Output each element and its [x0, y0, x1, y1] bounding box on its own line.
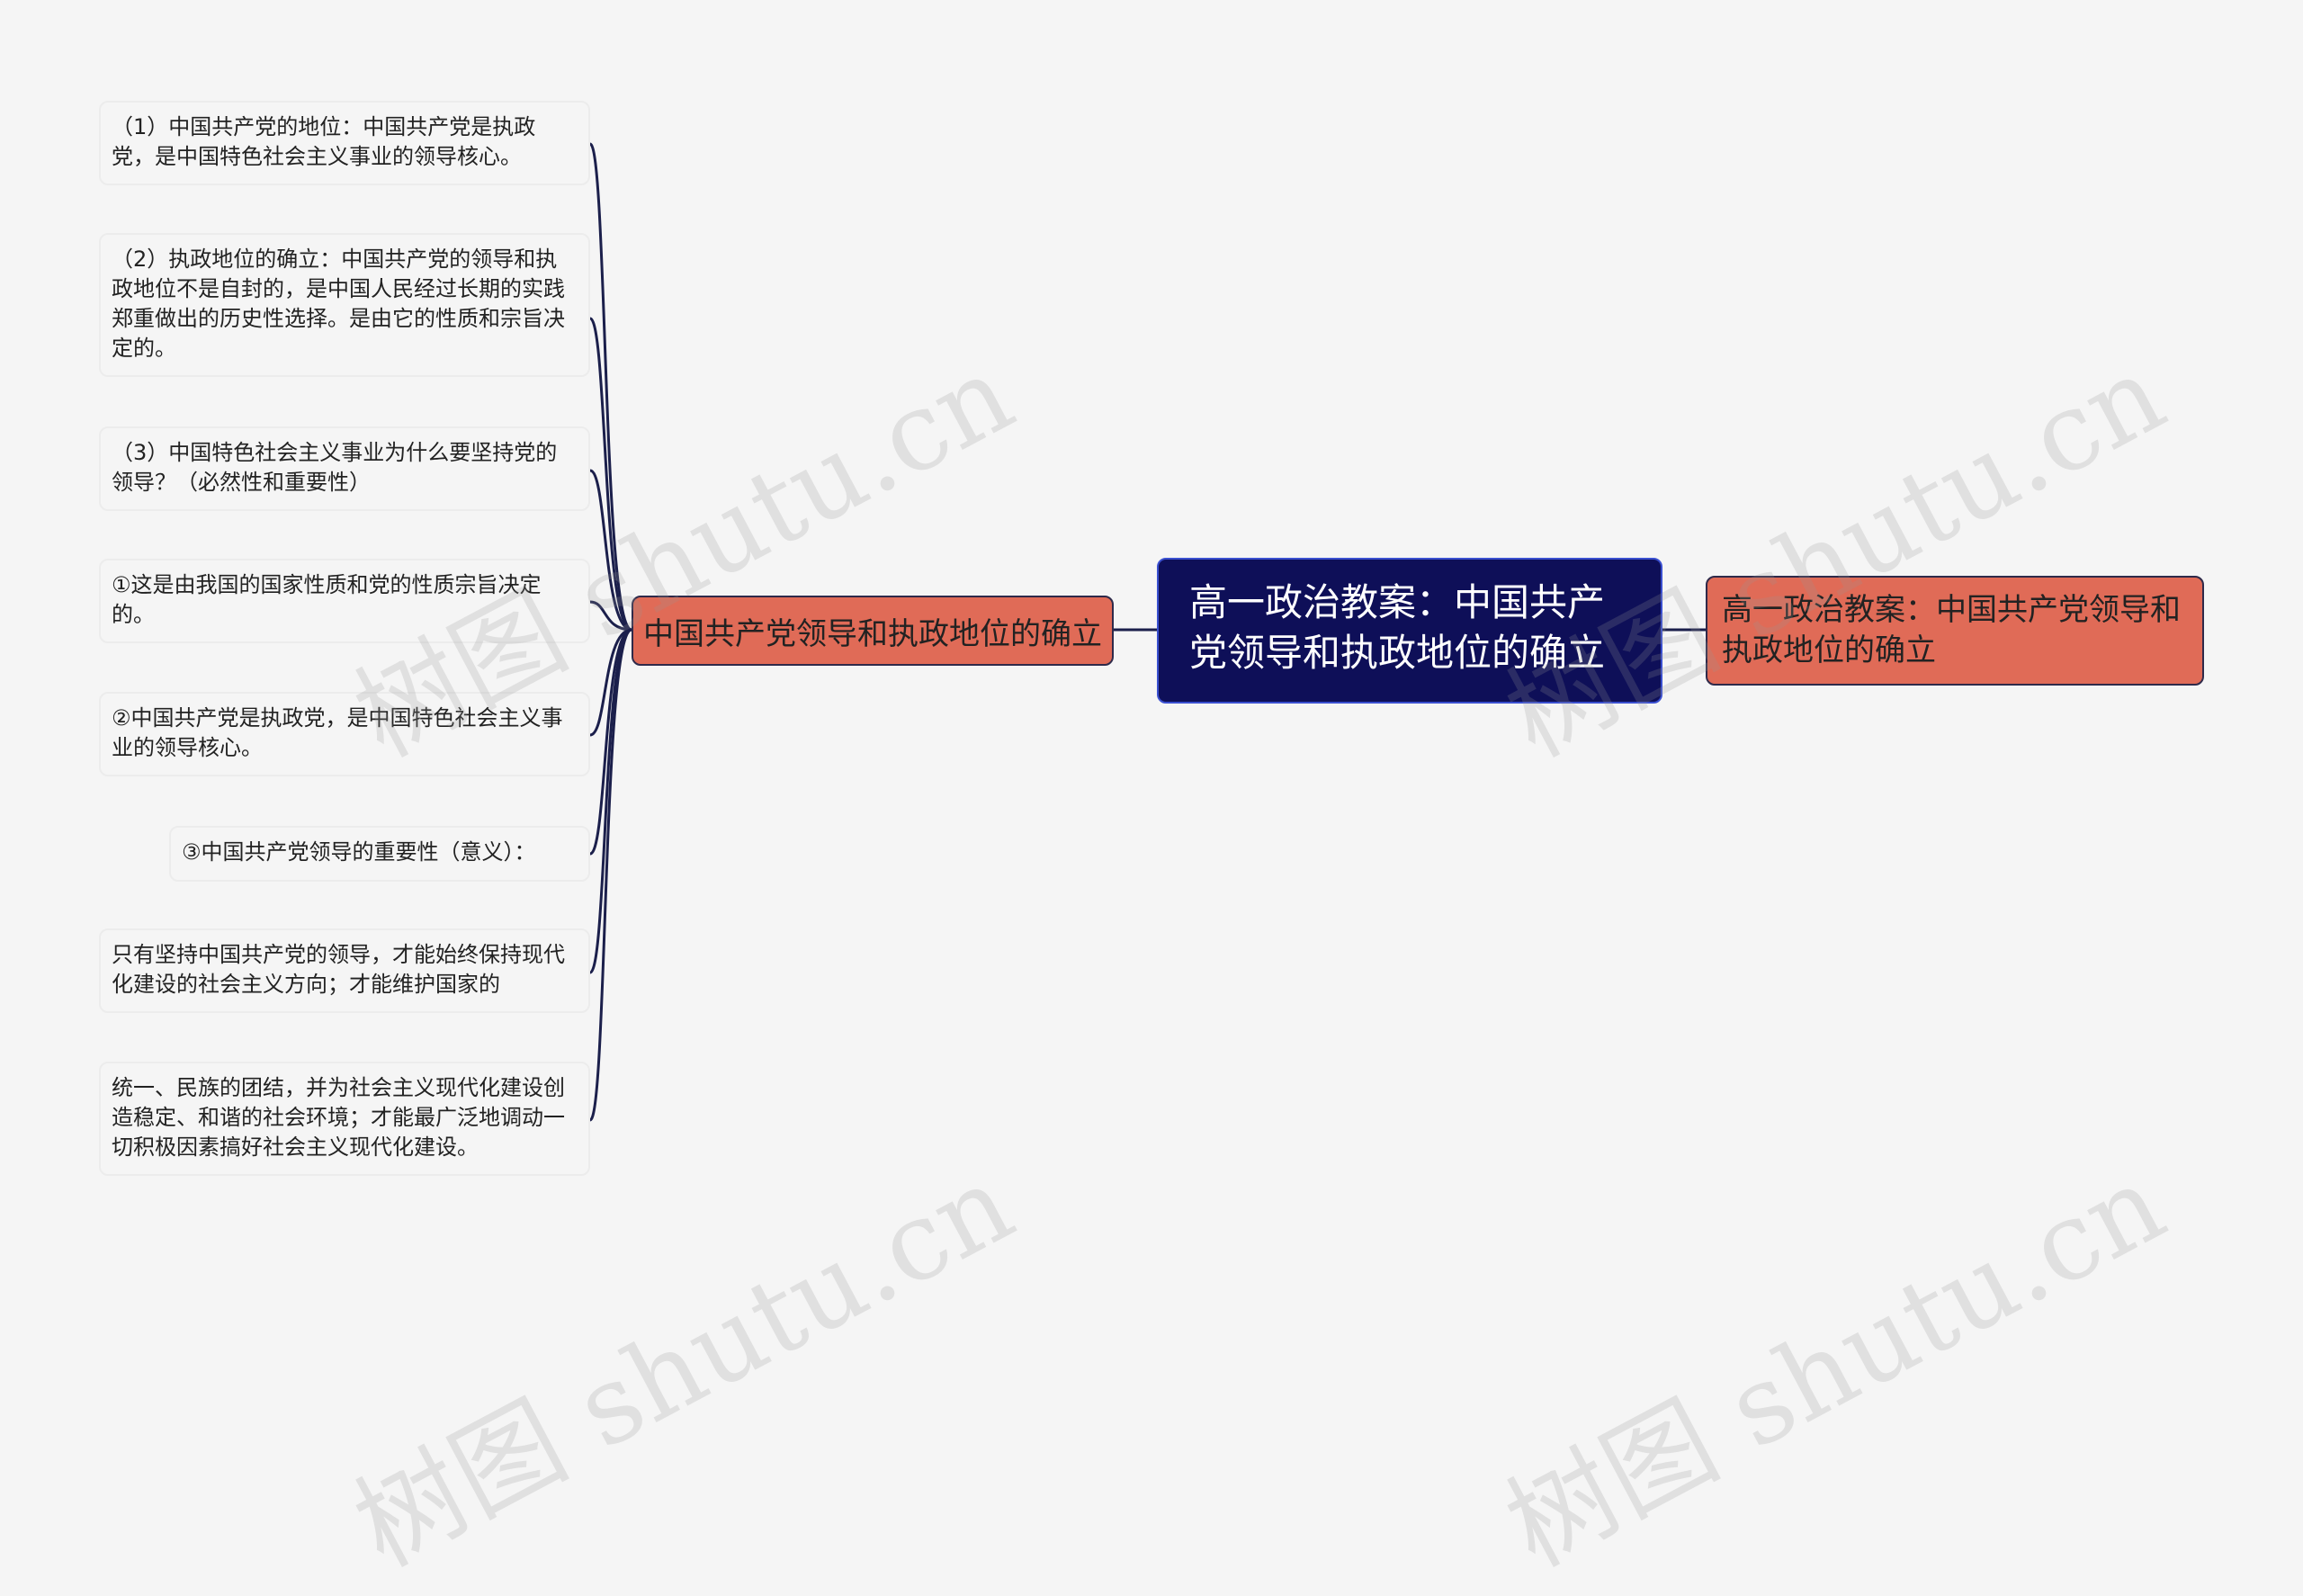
root-node[interactable]: 高一政治教案：中国共产党领导和执政地位的确立	[1157, 558, 1662, 704]
connector-leaf-8	[588, 628, 632, 1122]
connector-leaf-3	[589, 469, 632, 632]
branch-node[interactable]: 中国共产党领导和执政地位的确立	[632, 596, 1114, 666]
right-node[interactable]: 高一政治教案：中国共产党领导和执政地位的确立	[1706, 576, 2204, 686]
mind-map-canvas: （1）中国共产党的地位：中国共产党是执政党，是中国特色社会主义事业的领导核心。 …	[99, 101, 2204, 1591]
connector-leaf-5	[589, 628, 632, 737]
connector-lines	[588, 142, 1706, 1122]
connector-leaf-7	[588, 628, 632, 974]
leaf-node-3[interactable]: （3）中国特色社会主义事业为什么要坚持党的领导？（必然性和重要性）	[99, 426, 590, 511]
leaf-node-8[interactable]: 统一、民族的团结，并为社会主义现代化建设创造稳定、和谐的社会环境；才能最广泛地调…	[99, 1062, 590, 1176]
connector-leaf-6	[589, 628, 632, 856]
connector-leaf-4	[589, 600, 632, 632]
connector-leaf-2	[588, 317, 632, 632]
leaf-node-2[interactable]: （2）执政地位的确立：中国共产党的领导和执政地位不是自封的，是中国人民经过长期的…	[99, 233, 590, 377]
leaf-node-6[interactable]: ③中国共产党领导的重要性（意义）：	[169, 826, 590, 882]
leaf-node-7[interactable]: 只有坚持中国共产党的领导，才能始终保持现代化建设的社会主义方向；才能维护国家的	[99, 928, 590, 1013]
leaf-node-1[interactable]: （1）中国共产党的地位：中国共产党是执政党，是中国特色社会主义事业的领导核心。	[99, 101, 590, 185]
leaf-node-5[interactable]: ②中国共产党是执政党，是中国特色社会主义事业的领导核心。	[99, 692, 590, 776]
leaf-node-4[interactable]: ①这是由我国的国家性质和党的性质宗旨决定的。	[99, 559, 590, 643]
connector-leaf-1	[588, 142, 632, 632]
